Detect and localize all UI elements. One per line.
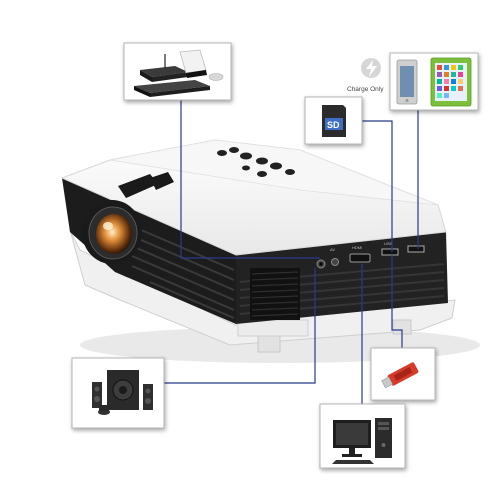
hdmi-port <box>349 253 371 263</box>
lens-glass <box>96 214 132 254</box>
speaker-vent-slots <box>251 271 299 317</box>
tablet-app-grid <box>437 65 463 98</box>
smartphone-icon <box>396 59 418 105</box>
charge-only-badge <box>361 58 381 78</box>
port-panel: AV HDMI USB <box>316 241 425 269</box>
projector-top-ridge <box>109 139 439 206</box>
lens-highlight <box>103 222 113 230</box>
line-usb-drive <box>391 255 403 348</box>
right-speaker-icon <box>143 384 153 410</box>
media-player-icon <box>134 80 210 97</box>
subwoofer-icon <box>107 370 139 410</box>
speaker-vent <box>250 268 300 320</box>
line-sd-card <box>362 120 393 252</box>
keyboard-icon <box>332 460 374 464</box>
set-top-box-icon <box>140 54 188 82</box>
projector: AV HDMI USB <box>60 139 480 363</box>
sd-card-text: SD <box>327 120 340 130</box>
left-speaker-icon <box>92 382 102 408</box>
sd-card-box: SD <box>304 96 363 145</box>
usb-port-2 <box>407 245 425 253</box>
top-focus-vents <box>118 172 174 198</box>
media-console-box <box>123 42 232 101</box>
usb-port-1 <box>381 248 399 256</box>
usb-flash-drive-icon <box>381 362 419 389</box>
tablet-icon <box>430 57 472 107</box>
top-control-buttons <box>217 147 295 177</box>
port-label-av: AV <box>330 247 335 252</box>
satellite-speaker-icon <box>98 405 110 415</box>
usb-drive-box <box>370 347 436 401</box>
game-console-icon <box>179 49 224 81</box>
charge-only-label: Charge Only <box>347 86 384 93</box>
port-label-usb: USB <box>384 241 393 246</box>
connector-lines <box>164 100 419 404</box>
pc-tower-icon <box>375 418 392 458</box>
computer-box <box>319 403 406 469</box>
audio-port <box>331 258 339 266</box>
av-audio-port-inner <box>319 262 323 266</box>
speakers-box <box>71 357 165 429</box>
monitor-icon <box>333 420 371 457</box>
port-label-hdmi: HDMI <box>352 245 362 250</box>
line-consoles <box>180 100 320 259</box>
phone-tablet-box <box>389 52 479 111</box>
line-speakers <box>164 268 316 384</box>
sd-card-label <box>325 118 343 130</box>
